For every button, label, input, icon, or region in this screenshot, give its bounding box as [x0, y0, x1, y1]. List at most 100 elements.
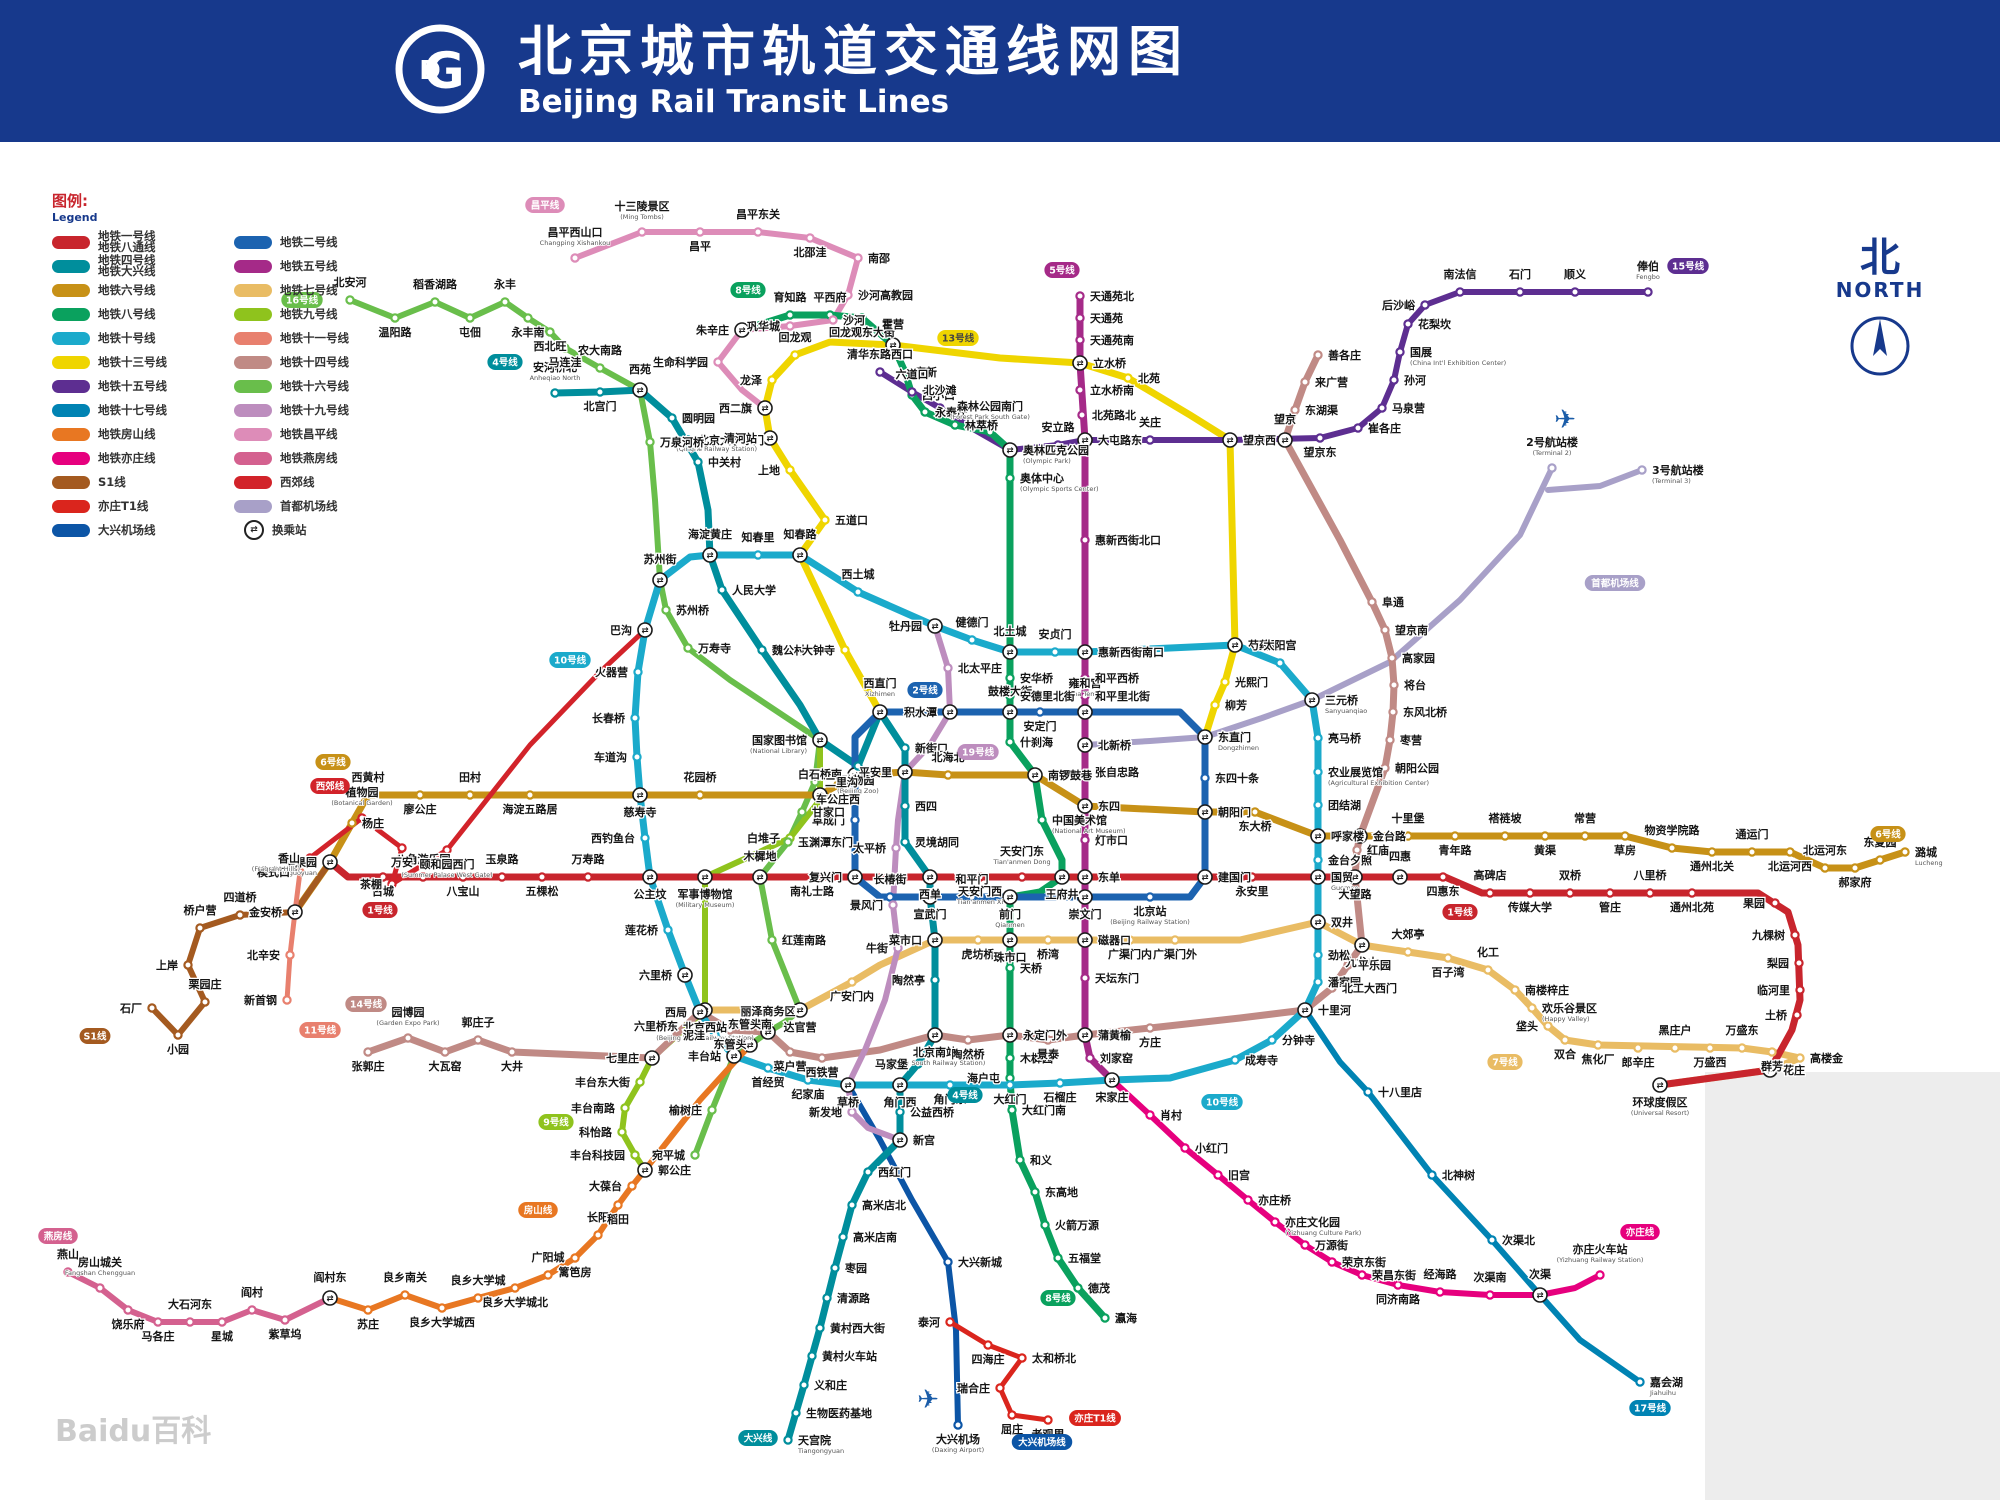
station-label-en: Tian'anmen Dong: [992, 858, 1050, 866]
transfer-station-icon: ⇄: [1077, 704, 1093, 720]
legend-line-swatch: [234, 475, 272, 489]
station-label: 高米店南: [853, 1230, 897, 1244]
station-dot: [1389, 680, 1399, 690]
legend-item-label: 地铁一号线地铁八通线: [98, 229, 156, 254]
svg-text:⇄: ⇄: [816, 791, 823, 801]
line-badge: 1号线: [362, 902, 398, 918]
station-label: 四惠: [1389, 849, 1411, 863]
station-label: 颐和园西门: [420, 857, 475, 871]
station-label: 园博园: [392, 1005, 425, 1019]
station-dot: [1565, 888, 1575, 898]
station-dot: [397, 843, 407, 853]
station-label: 宣武门: [914, 907, 947, 921]
svg-text:⇄: ⇄: [738, 326, 745, 336]
station-label: 七里庄: [606, 1051, 639, 1065]
station-label: 魏公村: [771, 643, 805, 657]
station-label: 国家图书馆: [752, 733, 807, 747]
station-dot: [820, 515, 830, 525]
station-dot: [935, 403, 945, 413]
station-label-en: Xizhimen: [865, 690, 895, 698]
station-label: 石门: [1508, 267, 1531, 281]
station-dot: [1080, 835, 1090, 845]
station-label: 五棵松: [526, 884, 559, 898]
transfer-station-icon: ⇄: [287, 904, 303, 920]
station-label: 健德门: [956, 615, 989, 629]
station-label: 湾子: [751, 1017, 773, 1031]
station-label-en: (Terminal 3): [1652, 477, 1691, 485]
station-label: 廖公庄: [404, 802, 437, 816]
transfer-station-icon: ⇄: [1027, 767, 1043, 783]
station-dot: [1795, 985, 1805, 995]
station-label-en: (Fragrant Hills): [252, 865, 300, 873]
legend-item-label: 西郊线: [280, 474, 315, 489]
svg-text:⇄: ⇄: [1201, 873, 1208, 883]
station-dot: [1643, 287, 1653, 297]
legend-line-swatch: [234, 499, 272, 513]
metro-line-lyf: [65, 1269, 333, 1325]
legend-line-swatch: [52, 331, 90, 345]
svg-text:⇄: ⇄: [641, 626, 648, 636]
airplane-icon: ✈: [917, 1385, 939, 1415]
svg-text:⇄: ⇄: [1006, 446, 1013, 456]
station-label: 群芳: [1760, 1059, 1783, 1073]
station-dot: [1900, 847, 1910, 857]
station-label: 东管头南: [728, 1017, 772, 1031]
station-dot: [1403, 319, 1413, 329]
svg-text:⇄: ⇄: [641, 1166, 648, 1176]
station-dot: [473, 1293, 483, 1303]
station-label-en: (Yizhuang Culture Park): [1285, 1229, 1361, 1237]
legend-line-swatch: [52, 451, 90, 465]
legend-item-label: 地铁九号线: [280, 306, 338, 321]
station-label: 阎村: [241, 1285, 263, 1299]
station-dot: [1357, 1270, 1367, 1280]
station-label: 中国美术馆: [1052, 813, 1107, 827]
station-dot: [387, 879, 397, 889]
station-dot: [1313, 977, 1323, 987]
station-label: 朝阳门: [1218, 805, 1251, 819]
station-dot: [1785, 847, 1795, 857]
legend-item: 地铁十九号线: [234, 398, 402, 422]
station-dot: [1055, 1078, 1065, 1088]
legend-item-label: 地铁房山线: [98, 426, 156, 441]
station-label: 达官营: [784, 1020, 817, 1034]
station-label: 西小口: [922, 388, 955, 402]
station-label: 清河站: [724, 431, 757, 445]
station-label: 知春里: [741, 530, 775, 544]
station-dot: [900, 801, 910, 811]
station-dot: [363, 1305, 373, 1315]
station-label: 南法信: [1444, 267, 1477, 281]
station-dot: [1387, 653, 1397, 663]
station-label-en: (Lama Temple): [1061, 690, 1109, 698]
station-dot: [1560, 1035, 1570, 1045]
station-label: 瀛海: [1115, 1311, 1137, 1325]
station-dot: [710, 1030, 720, 1040]
transfer-station-icon: ⇄: [752, 869, 768, 885]
svg-text:亦庄T1线: 亦庄T1线: [1074, 1413, 1116, 1425]
line-badge: 2号线: [907, 682, 943, 698]
station-dot: [783, 837, 793, 847]
station-dot: [713, 357, 723, 367]
legend-line-swatch: [52, 235, 90, 249]
legend-item: 首都机场线: [234, 494, 402, 518]
station-dot: [900, 367, 910, 377]
svg-text:1号线: 1号线: [1447, 907, 1473, 919]
station-dot: [1605, 888, 1615, 898]
legend-item: 地铁十三号线: [52, 350, 220, 374]
station-label: 生物医药基地: [806, 1406, 872, 1420]
legend-subtitle: Legend: [52, 211, 98, 224]
transfer-station-icon: ⇄: [885, 337, 901, 353]
legend-line-swatch: [52, 259, 90, 273]
station-label: 慈寿寺: [624, 805, 657, 819]
transfer-station-icon: ⇄: [644, 1050, 660, 1066]
transfer-station-icon: ⇄: [652, 572, 668, 588]
station-dot: [797, 807, 807, 817]
transfer-station-icon: ⇄: [1310, 828, 1326, 844]
station-label: 车道沟: [594, 750, 627, 764]
station-dot: [1080, 691, 1090, 701]
svg-text:D: D: [419, 56, 441, 86]
station-dot: [1053, 440, 1063, 450]
station-label: 房山城关: [78, 1255, 122, 1269]
station-dot: [95, 1283, 105, 1293]
station-dot: [1620, 831, 1630, 841]
station-label-en: (Daxing Airport): [932, 1446, 984, 1454]
